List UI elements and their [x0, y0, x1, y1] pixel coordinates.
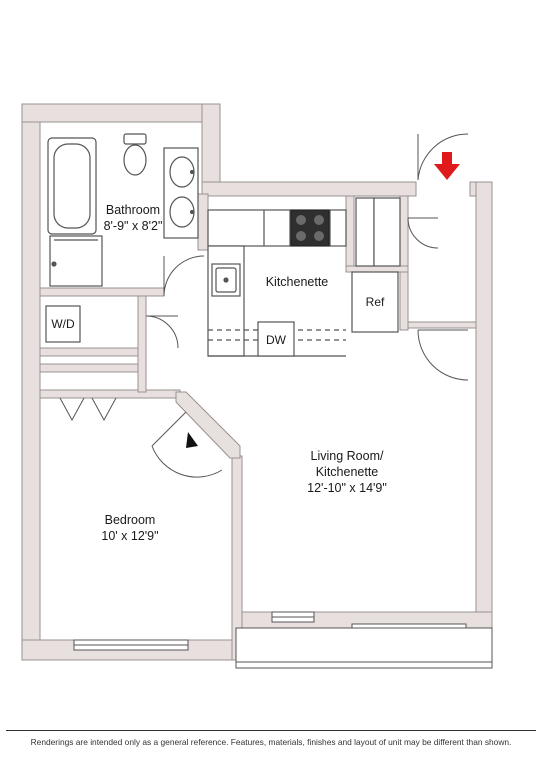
- disclaimer-text: Renderings are intended only as a genera…: [30, 737, 512, 747]
- entry-arrow-icon: [434, 152, 460, 180]
- interior-walls: [39, 193, 477, 459]
- windows: [73, 611, 493, 669]
- bathroom-dims: 8'-9" x 8'2": [104, 219, 163, 233]
- living-name-line2: Kitchenette: [316, 465, 379, 479]
- bathroom-fixtures: [47, 133, 199, 287]
- footer: Renderings are intended only as a genera…: [0, 730, 542, 768]
- kitchenette-name: Kitchenette: [266, 275, 329, 289]
- floor-plan: Bathroom 8'-9" x 8'2" Kitchenette Ref DW…: [21, 103, 493, 669]
- living-dims: 12'-10" x 14'9": [307, 481, 387, 495]
- bathroom-name: Bathroom: [106, 203, 160, 217]
- refrigerator-label: Ref: [366, 295, 385, 309]
- hall-closet-door: [145, 315, 179, 349]
- washer-dryer-closet: [45, 305, 81, 343]
- direction-triangle-icon: [186, 432, 198, 448]
- bedroom-name: Bedroom: [105, 513, 156, 527]
- entry-door: [407, 133, 469, 381]
- cooktop: [290, 209, 330, 247]
- living-name-line1: Living Room/: [311, 449, 384, 463]
- washer-dryer-label: W/D: [51, 317, 75, 331]
- bedroom-door: [151, 411, 223, 478]
- bedroom-dims: 10' x 12'9": [101, 529, 158, 543]
- bedroom-closet-doors: [59, 397, 117, 422]
- footer-rule: [6, 730, 536, 731]
- bathroom-door: [163, 255, 205, 297]
- dishwasher-label: DW: [266, 333, 287, 347]
